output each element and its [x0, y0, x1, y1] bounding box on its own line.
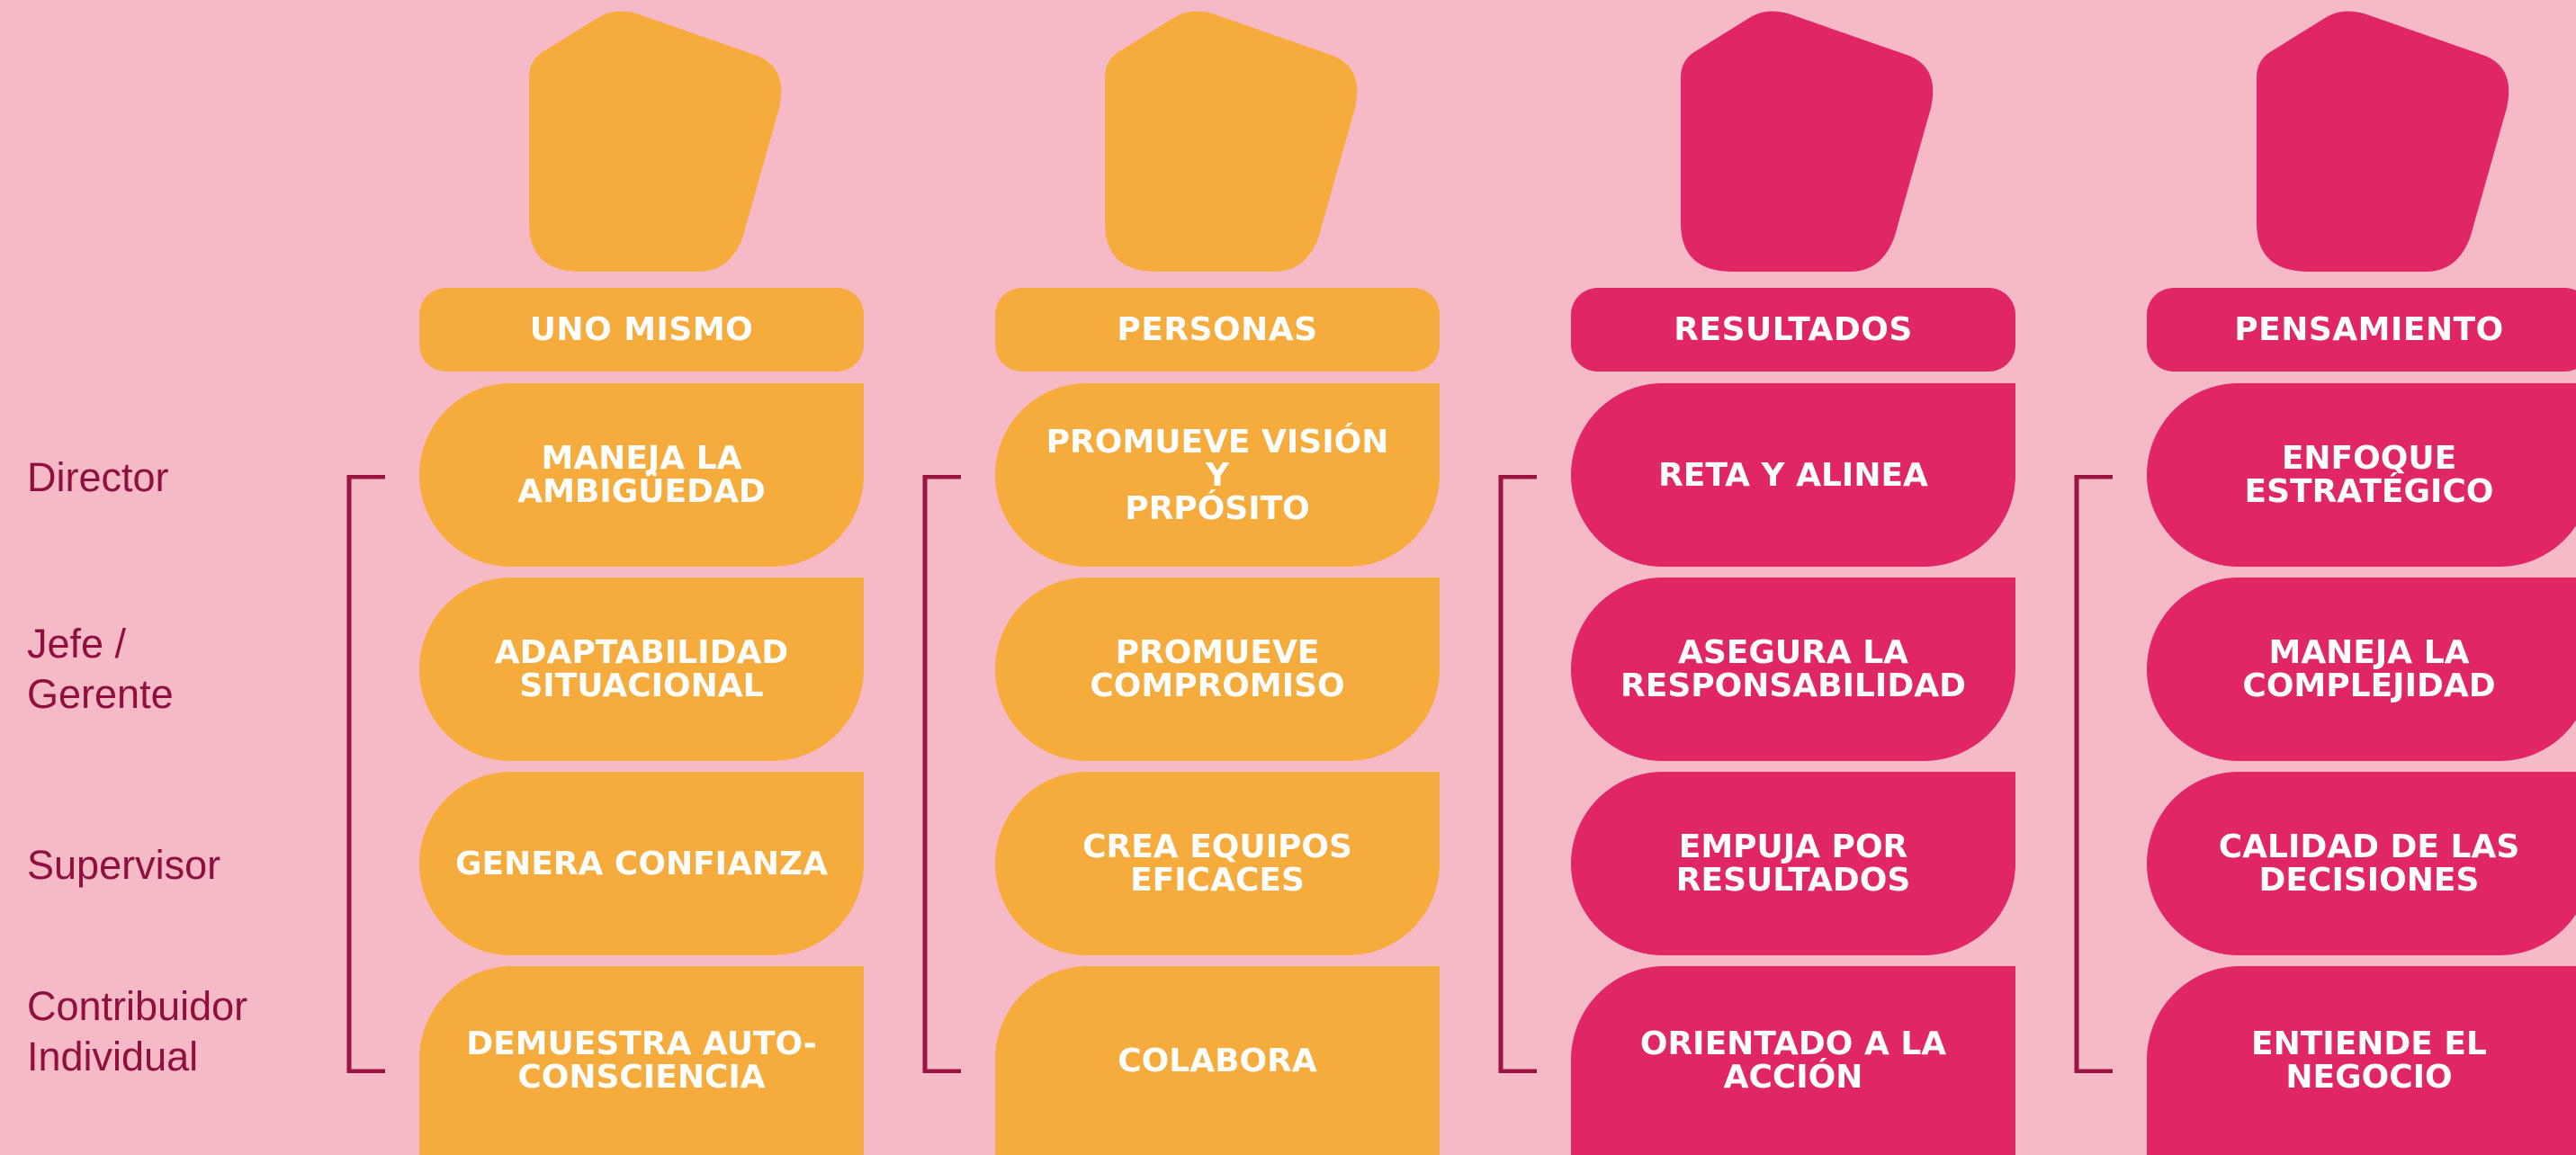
level-bracket [922, 475, 961, 1073]
competency-block-supervisor: EMPUJA POR RESULTADOS [1571, 772, 2015, 955]
column-header: UNO MISMO [419, 288, 864, 372]
competency-block-contribuidor: ENTIENDE EL NEGOCIO [2147, 966, 2576, 1155]
head-shape-icon [2257, 11, 2509, 272]
level-label-contribuidor-individual: Contribuidor Individual [27, 983, 248, 1079]
head-shape-icon [529, 11, 782, 272]
competency-block-jefe-gerente: ASEGURA LA RESPONSABILIDAD [1571, 578, 2015, 761]
column-personas: PERSONAS PROMUEVE VISIÓN Y PRPÓSITO PROM… [995, 0, 1440, 1155]
level-label-jefe-gerente: Jefe / Gerente [27, 621, 174, 717]
column-uno-mismo: UNO MISMO MANEJA LA AMBIGÜEDAD ADAPTABIL… [419, 0, 864, 1155]
level-label-supervisor: Supervisor [27, 842, 221, 888]
level-label-director: Director [27, 454, 169, 500]
competency-block-director: MANEJA LA AMBIGÜEDAD [419, 383, 864, 567]
competency-block-contribuidor: COLABORA [995, 966, 1440, 1155]
level-bracket [1498, 475, 1537, 1073]
competency-block-jefe-gerente: PROMUEVE COMPROMISO [995, 578, 1440, 761]
competency-block-jefe-gerente: MANEJA LA COMPLEJIDAD [2147, 578, 2576, 761]
competency-block-supervisor: GENERA CONFIANZA [419, 772, 864, 955]
competency-block-jefe-gerente: ADAPTABILIDAD SITUACIONAL [419, 578, 864, 761]
column-header: RESULTADOS [1571, 288, 2015, 372]
head-shape-icon [1681, 11, 1934, 272]
column-pensamiento: PENSAMIENTO ENFOQUE ESTRATÉGICO MANEJA L… [2147, 0, 2576, 1155]
column-resultados: RESULTADOS RETA Y ALINEA ASEGURA LA RESP… [1571, 0, 2015, 1155]
level-bracket [346, 475, 385, 1073]
competency-block-director: RETA Y ALINEA [1571, 383, 2015, 567]
competency-block-contribuidor: DEMUESTRA AUTO- CONSCIENCIA [419, 966, 864, 1155]
column-header: PERSONAS [995, 288, 1440, 372]
column-header: PENSAMIENTO [2147, 288, 2576, 372]
competency-block-contribuidor: ORIENTADO A LA ACCIÓN [1571, 966, 2015, 1155]
competency-block-supervisor: CREA EQUIPOS EFICACES [995, 772, 1440, 955]
competency-block-supervisor: CALIDAD DE LAS DECISIONES [2147, 772, 2576, 955]
head-shape-icon [1105, 11, 1358, 272]
level-bracket [2074, 475, 2113, 1073]
competency-block-director: PROMUEVE VISIÓN Y PRPÓSITO [995, 383, 1440, 567]
competency-block-director: ENFOQUE ESTRATÉGICO [2147, 383, 2576, 567]
